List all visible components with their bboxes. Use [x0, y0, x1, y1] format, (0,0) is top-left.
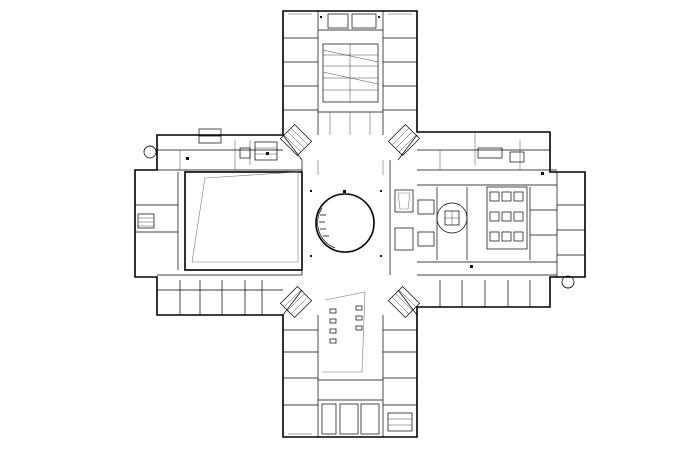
west-wing	[135, 128, 303, 315]
building-outline	[134, 10, 586, 438]
east-wing	[394, 132, 585, 307]
central-rotunda	[315, 193, 375, 253]
north-wing	[283, 11, 417, 135]
west-hall	[184, 171, 303, 271]
stair-cores	[279, 123, 421, 319]
south-wing	[283, 291, 417, 437]
seating-grid	[486, 186, 528, 250]
central-hall	[301, 160, 391, 275]
